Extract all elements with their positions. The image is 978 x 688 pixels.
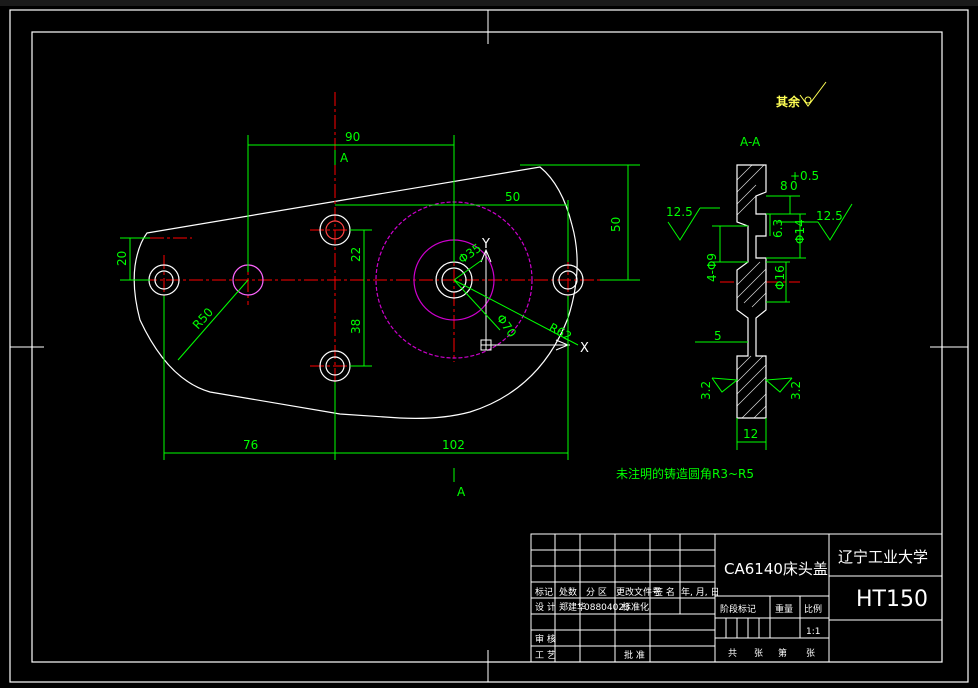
hole-bottom-inner [325,356,345,376]
school-name: 辽宁工业大学 [838,548,928,566]
svg-text:签 名: 签 名 [654,586,675,598]
holes [148,214,584,382]
svg-text:90: 90 [345,130,360,144]
svg-text:Φ70: Φ70 [494,312,520,340]
material: HT150 [856,587,928,612]
svg-text:设 计: 设 计 [535,601,556,613]
svg-text:审 核: 审 核 [535,633,556,645]
plan-dimension-text: 90 50 50 20 22 38 76 102 R50 R62 Φ35 Φ70 [115,130,623,452]
svg-text:102: 102 [442,438,465,452]
section-mark-top: A [340,151,349,165]
svg-text:12.5: 12.5 [666,205,693,219]
svg-text:张: 张 [754,648,763,659]
part-name: CA6140床头盖 [724,560,828,578]
part-outline [133,166,578,419]
outer-border [9,9,969,683]
svg-text:批 准: 批 准 [624,649,645,661]
svg-text:标记: 标记 [535,586,553,598]
section-dimension-lines [667,195,853,450]
window-top-strip [0,0,978,6]
section-mark-bottom: A [457,485,466,499]
section-dimension-text: 8 +0.5 0 12.5 12.5 6.3 Φ14 4-Φ9 Φ16 5 3.… [666,169,843,441]
svg-text:共: 共 [728,648,737,659]
svg-text:12.5: 12.5 [816,209,843,223]
svg-text:R50: R50 [190,305,216,332]
title-block-grid [530,533,943,663]
svg-text:12: 12 [743,427,758,441]
roughness-rest-circle [804,96,812,104]
roughness-rest-label: 其余 [776,94,801,109]
svg-text:Φ35: Φ35 [456,241,484,267]
section-view [736,164,767,419]
svg-text:5: 5 [714,329,722,343]
svg-text:38: 38 [349,319,363,334]
centerlines [120,92,800,440]
svg-text:0: 0 [790,179,798,193]
svg-text:标准化: 标准化 [622,601,649,613]
svg-text:处数: 处数 [559,586,577,598]
svg-text:第: 第 [778,647,787,659]
hole-right-inner [558,270,578,290]
svg-text:6.3: 6.3 [771,219,785,238]
roughness-rest-symbol [799,81,827,107]
section-title: A-A [740,135,761,149]
note-fillet: 未注明的铸造圆角R3~R5 [616,466,754,481]
svg-text:重量: 重量 [775,603,793,615]
svg-text:更改文件号: 更改文件号 [616,586,661,598]
svg-text:22: 22 [349,247,363,262]
svg-text:76: 76 [243,438,258,452]
svg-text:20: 20 [115,251,129,266]
svg-text:郑建华: 郑建华 [559,601,586,613]
svg-text:1:1: 1:1 [806,627,820,637]
hole-top-inner [325,220,345,240]
svg-text:张: 张 [806,648,815,659]
centering-marks [10,10,968,682]
svg-text:50: 50 [609,217,623,232]
svg-text:阶段标记: 阶段标记 [720,603,756,615]
svg-text:Φ14: Φ14 [793,219,807,244]
svg-text:3.2: 3.2 [699,381,713,400]
svg-text:+0.5: +0.5 [790,169,819,183]
svg-text:Φ16: Φ16 [773,265,787,290]
svg-text:08804023: 08804023 [584,603,630,613]
section-cut-marks [334,150,455,482]
svg-text:50: 50 [505,190,520,204]
svg-text:8: 8 [780,179,788,193]
ucs-x-label: X [580,341,589,356]
hole-right-outer [552,264,584,296]
svg-text:4-Φ9: 4-Φ9 [705,253,719,282]
svg-text:分 区: 分 区 [586,587,607,598]
hole-center-inner [441,267,467,293]
svg-text:工 艺: 工 艺 [535,650,556,661]
hole-left-inner [154,270,174,290]
svg-text:3.2: 3.2 [789,381,803,400]
ucs-y-label: Y [481,237,490,252]
svg-text:年, 月, 日: 年, 月, 日 [681,586,719,598]
title-block-headers: 标记 处数 分 区 更改文件号 签 名 年, 月, 日 设 计 郑建华 0880… [535,586,822,661]
svg-text:比例: 比例 [804,603,822,615]
plan-dimension-lines [120,135,640,460]
